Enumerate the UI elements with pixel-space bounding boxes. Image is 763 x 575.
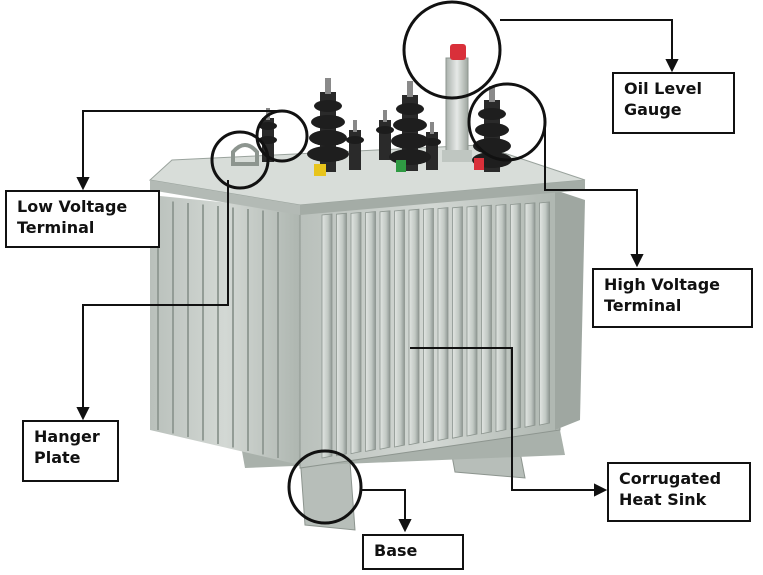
label-hanger-plate: Hanger Plate <box>22 420 119 482</box>
label-low-voltage-terminal-line1: Low Voltage <box>17 197 128 216</box>
heat-sink-fin <box>437 207 449 441</box>
transformer-body <box>148 44 586 531</box>
connector-green <box>396 160 406 172</box>
heat-sink-fin <box>379 210 391 450</box>
label-low-voltage-terminal: Low Voltage Terminal <box>5 190 160 248</box>
label-high-voltage-terminal: High Voltage Terminal <box>592 268 753 328</box>
heat-sink-fin <box>539 201 550 426</box>
connector-yellow <box>314 164 326 176</box>
front-fin-bank <box>321 201 550 459</box>
heat-sink-fin <box>423 207 434 444</box>
label-low-voltage-terminal-line2: Terminal <box>17 218 95 237</box>
tank-side <box>555 190 585 430</box>
label-high-voltage-terminal-line2: Terminal <box>604 296 682 315</box>
callout-lines <box>76 19 679 533</box>
callout-circles <box>210 0 547 525</box>
heat-sink-fin <box>321 213 333 459</box>
connector-red <box>474 158 484 170</box>
label-corrugated-heat-sink-line1: Corrugated <box>619 469 722 488</box>
label-oil-level-gauge-line1: Oil Level <box>624 79 702 98</box>
heat-sink-fin <box>408 208 420 446</box>
heat-sink-fin <box>481 204 492 435</box>
label-base: Base <box>362 534 464 570</box>
label-oil-level-gauge: Oil Level Gauge <box>612 72 735 134</box>
label-base-line1: Base <box>374 541 418 560</box>
hanger-plate-lug <box>231 143 259 166</box>
label-high-voltage-terminal-line1: High Voltage <box>604 275 721 294</box>
heat-sink-fin <box>495 203 507 433</box>
left-fin-bank <box>150 195 300 465</box>
label-hanger-plate-line2: Plate <box>34 448 81 467</box>
heat-sink-fin <box>466 205 478 437</box>
label-hanger-plate-line1: Hanger <box>34 427 100 446</box>
circle-base <box>287 449 363 525</box>
oil-gauge <box>442 44 472 162</box>
circle-hanger <box>210 130 270 190</box>
label-corrugated-heat-sink-line2: Heat Sink <box>619 490 707 509</box>
label-corrugated-heat-sink: Corrugated Heat Sink <box>607 462 751 522</box>
heat-sink-fin <box>394 209 405 448</box>
heat-sink-fin <box>452 206 463 439</box>
heat-sink-fin <box>524 202 536 428</box>
heat-sink-fin <box>350 211 362 455</box>
heat-sink-fin <box>336 212 347 457</box>
lv-bushings <box>259 108 441 170</box>
heat-sink-fin <box>365 211 376 452</box>
circle-oil-gauge <box>402 0 502 100</box>
label-oil-level-gauge-line2: Gauge <box>624 100 682 119</box>
